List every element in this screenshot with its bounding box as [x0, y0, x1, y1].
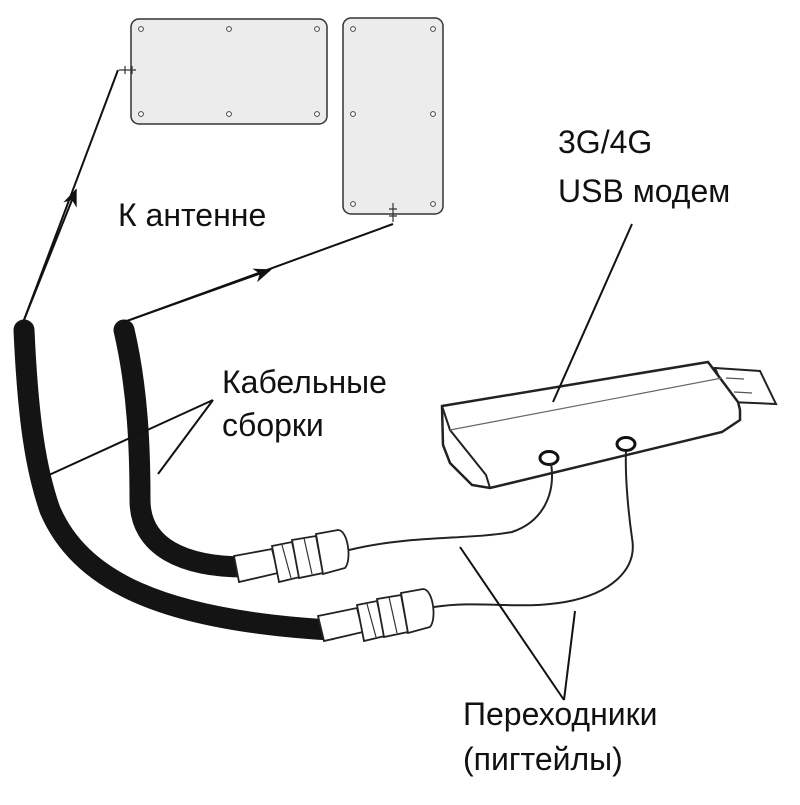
antenna-arrows: [23, 69, 394, 323]
label-modem-line2: USB модем: [558, 173, 731, 209]
label-cables-line2: сборки: [222, 407, 324, 443]
label-to-antenna: К антенне: [118, 197, 267, 233]
connector-lower: [316, 588, 435, 643]
arrow-left: [23, 188, 77, 321]
label-adapters-line2: (пигтейлы): [463, 741, 623, 777]
leader-lines: [48, 223, 633, 701]
antenna-panel-left: [119, 18, 328, 125]
cable-assemblies: [13, 319, 341, 641]
arrow-right: [123, 268, 272, 323]
label-adapters-line1: Переходники: [463, 696, 658, 732]
label-modem-line1: 3G/4G: [558, 124, 653, 160]
connector-upper: [232, 529, 350, 584]
pigtail-wires: [348, 450, 634, 608]
usb-modem: [440, 360, 778, 490]
label-cables-line1: Кабельные: [222, 364, 387, 400]
antenna-panel-right: [342, 17, 444, 222]
